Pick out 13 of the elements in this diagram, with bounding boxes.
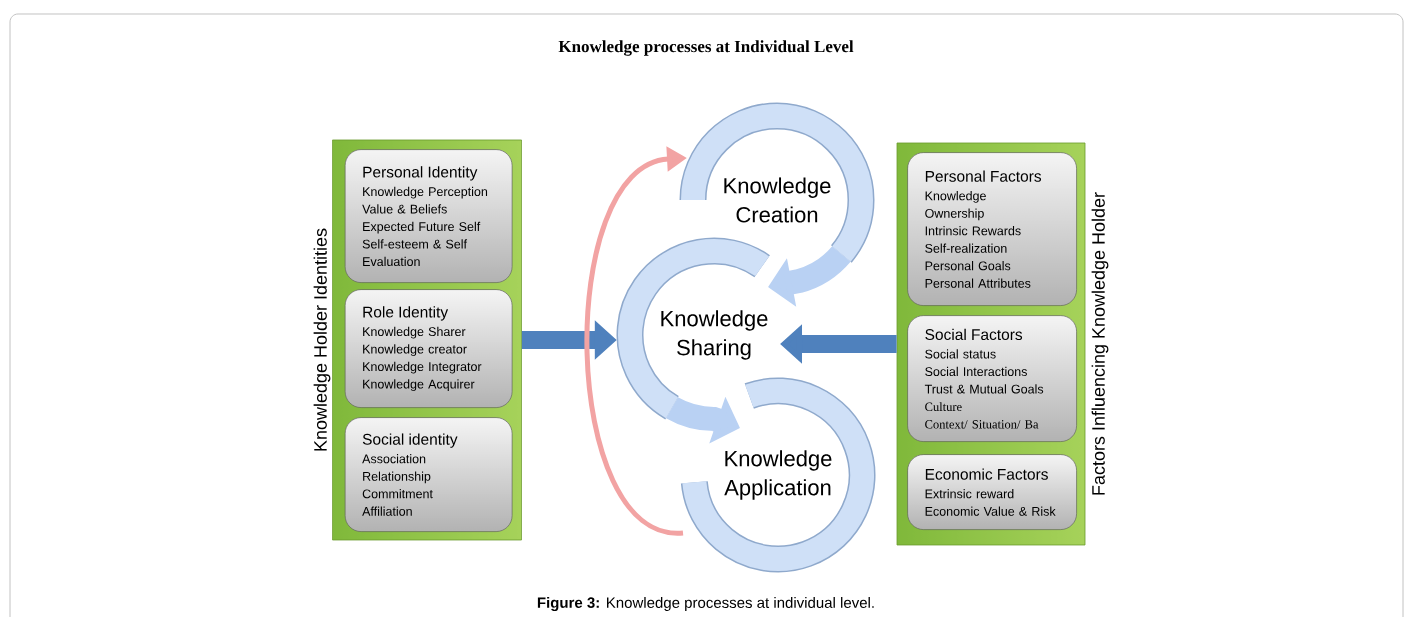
factor-box: Economic Factors Extrinsic reward Economic Value & Risk — [907, 454, 1077, 530]
panel-label: Knowledge Holder Identities — [313, 228, 331, 451]
figure-caption: Figure 3: Knowledge processes at individual level. — [537, 596, 874, 611]
factor-box: Social Factors Social status Social Interactions Trust & Mutual Goals Culture Context/ Situation/ Ba — [907, 315, 1077, 442]
factor-box: Personal Factors Knowledge Ownership Intrinsic Rewards Self-realization Personal Goals Personal Attributes — [907, 152, 1077, 306]
title: Knowledge processes at Individual Level — [558, 40, 854, 56]
factor-box: Personal Identity Knowledge Perception Value & Beliefs Expected Future Self Self-esteem & Self Evaluation — [344, 149, 513, 283]
factor-box: Role Identity Knowledge Sharer Knowledge creator Knowledge Integrator Knowledge Acquirer — [344, 289, 513, 408]
cycle-ring: Knowledge Creation — [679, 102, 875, 263]
cycle-ring: Knowledge Application — [680, 377, 876, 573]
factor-box: Social identity Association Relationship Commitment Affiliation — [344, 417, 513, 532]
panel-label: Factors Influencing Knowledge Holder — [1091, 192, 1109, 495]
cycle-ring: Knowledge Sharing — [616, 237, 770, 420]
